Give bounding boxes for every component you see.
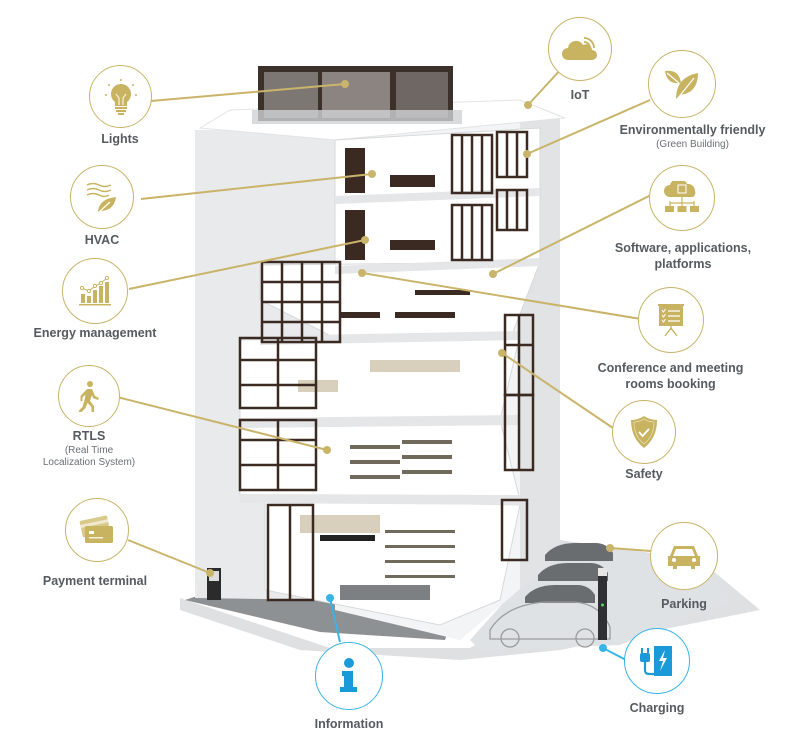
car-icon [650, 522, 718, 590]
presentation-board-icon [638, 287, 704, 353]
lightbulb-icon [89, 65, 152, 128]
feature-title: IoT [570, 88, 590, 102]
cloud-network-icon [649, 165, 715, 231]
feature-title: Lights [101, 132, 139, 146]
walking-person-icon [58, 365, 120, 427]
feature-subtitle-line-1: (Real Time [64, 445, 114, 456]
feature-title-line-2: platforms [654, 257, 712, 271]
feature-title: Information [314, 717, 384, 731]
info-icon [315, 642, 383, 710]
feature-title: Energy management [33, 326, 157, 340]
shield-check-icon [612, 400, 676, 464]
feature-title: HVAC [84, 233, 120, 247]
ev-charging-icon [624, 628, 690, 694]
feature-title-line-1: Software, applications, [614, 241, 752, 255]
feature-title: Environmentally friendly [619, 123, 766, 137]
bar-chart-icon [62, 258, 128, 324]
feature-title-line-2: rooms booking [625, 377, 716, 391]
feature-subtitle: (Green Building) [656, 139, 729, 150]
leaves-icon [648, 50, 716, 118]
feature-title: Charging [629, 701, 685, 715]
air-leaf-icon [70, 165, 134, 229]
credit-card-icon [65, 498, 129, 562]
feature-title: Payment terminal [42, 574, 148, 588]
cloud-wifi-icon [548, 17, 612, 81]
feature-title: RTLS [72, 429, 106, 443]
feature-subtitle-line-2: Localization System) [42, 457, 136, 468]
feature-title: Safety [625, 467, 663, 481]
feature-title: Parking [661, 597, 707, 611]
feature-title-line-1: Conference and meeting [597, 361, 744, 375]
